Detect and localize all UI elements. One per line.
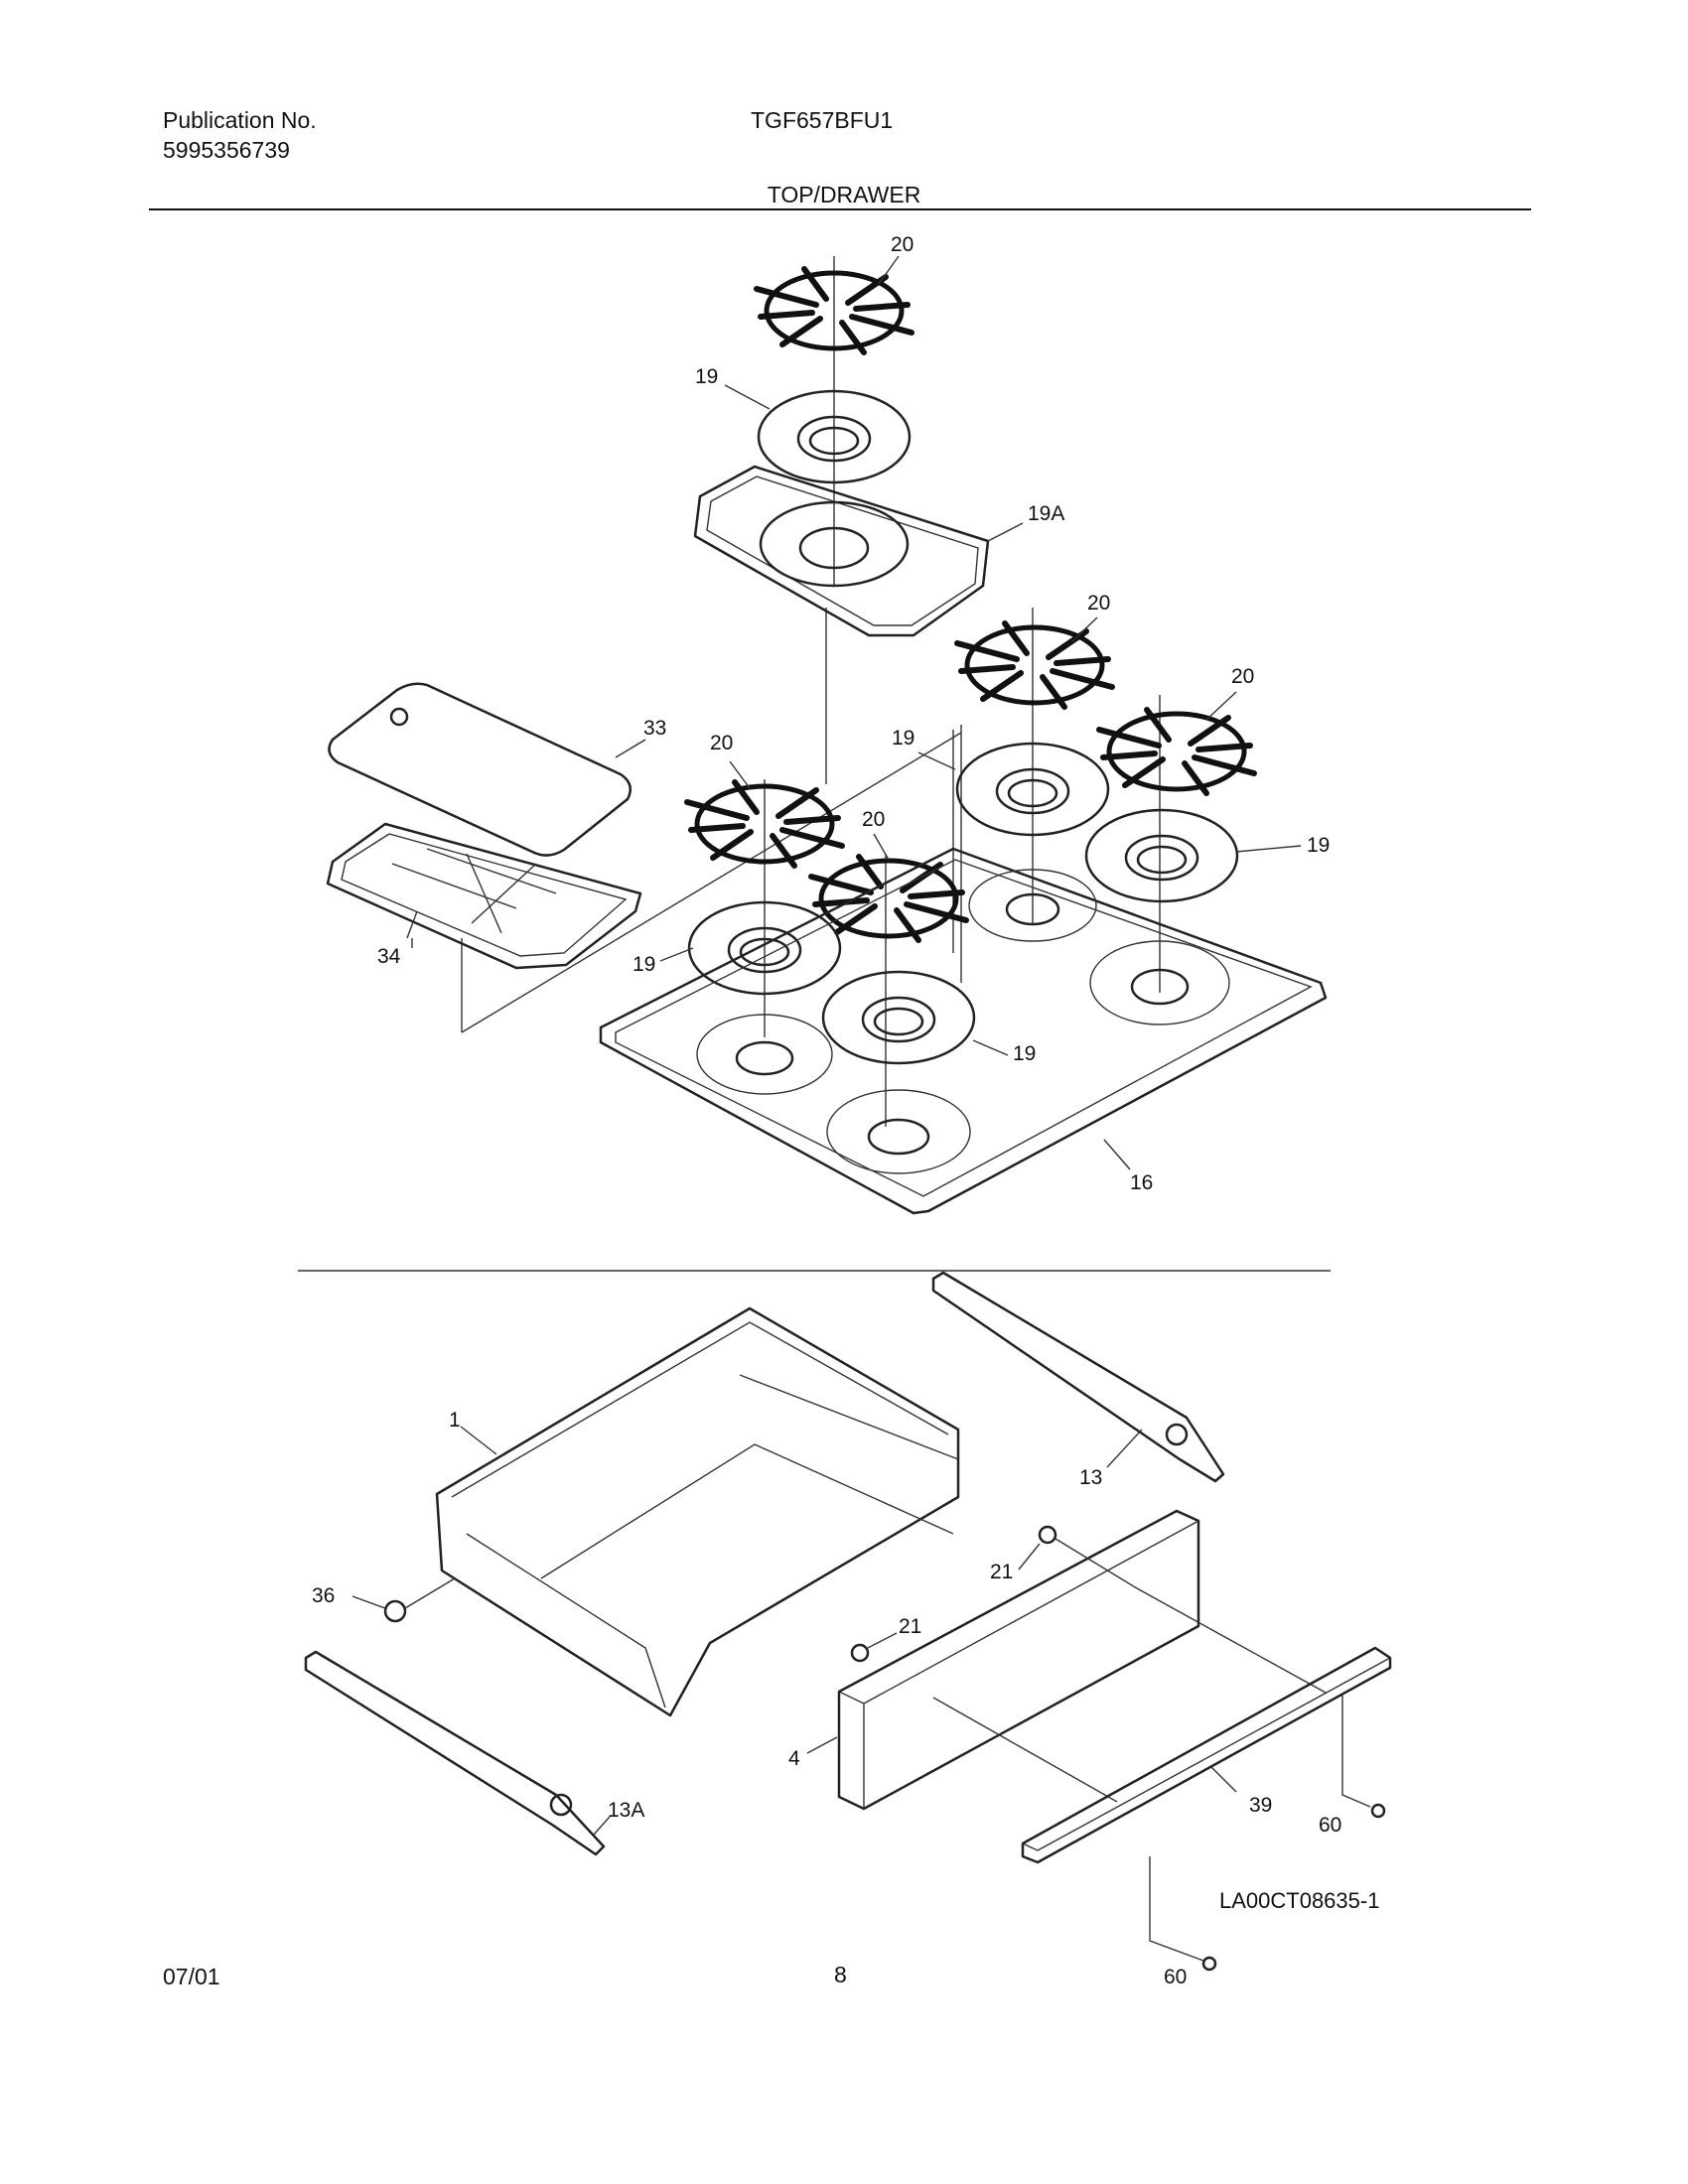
callout-20-right-front: 20 (1231, 665, 1254, 688)
callout-4: 4 (788, 1747, 800, 1770)
drawer-front (837, 1509, 1200, 1811)
header-rule (149, 208, 1531, 210)
drawer-body (435, 1306, 960, 1717)
callout-39: 39 (1249, 1794, 1272, 1817)
burner-grate-right-front (1099, 710, 1254, 793)
burner-grate-right-back (957, 623, 1112, 707)
publication-label: Publication No. (163, 107, 317, 133)
page-number: 8 (834, 1962, 847, 1987)
burner-cap-center (821, 970, 976, 1065)
callout-33: 33 (643, 717, 666, 740)
bumper (383, 1599, 407, 1623)
section-title: TOP/DRAWER (767, 182, 921, 207)
grommet-upper (1038, 1525, 1057, 1545)
publication-date: 07/01 (163, 1964, 220, 1989)
callout-13: 13 (1079, 1466, 1102, 1489)
leader-lines (352, 255, 1302, 1836)
callout-13a: 13A (608, 1799, 644, 1822)
griddle-cover (328, 682, 633, 857)
drawer-slide-left (304, 1650, 606, 1856)
callout-21-upper: 21 (990, 1561, 1013, 1583)
screw-right (1370, 1803, 1386, 1819)
burner-cap-right-front (1084, 808, 1239, 903)
callout-34: 34 (377, 945, 401, 968)
callout-16: 16 (1130, 1171, 1153, 1194)
callout-19-right-front: 19 (1307, 834, 1330, 857)
callout-1: 1 (449, 1409, 461, 1432)
burner-pan-19a (693, 465, 990, 637)
drawer-slide-right (931, 1271, 1225, 1483)
callout-20-top: 20 (891, 233, 914, 256)
broiler-pan (326, 822, 642, 970)
model-number: TGF657BFU1 (751, 107, 894, 133)
callout-60-bottom: 60 (1164, 1966, 1187, 1988)
burner-grate-center (811, 857, 966, 940)
callout-19-right-back: 19 (892, 727, 914, 750)
callout-36: 36 (312, 1584, 335, 1607)
drawing-id: LA00CT08635-1 (1219, 1888, 1380, 1913)
callout-19a: 19A (1028, 502, 1064, 525)
callout-20-left-back: 20 (710, 732, 733, 754)
publication-number: 5995356739 (163, 137, 290, 163)
callout-21-lower: 21 (899, 1615, 921, 1638)
callout-20-center: 20 (862, 808, 885, 831)
callout-19-top: 19 (695, 365, 718, 388)
drawer-trim (1021, 1646, 1392, 1864)
callout-19-center: 19 (1013, 1042, 1036, 1065)
screw-bottom (1201, 1956, 1217, 1972)
callout-19-left-front: 19 (633, 953, 655, 976)
grommet-lower (850, 1643, 870, 1663)
callout-60-right: 60 (1319, 1814, 1341, 1837)
callout-20-right-back: 20 (1087, 592, 1110, 614)
